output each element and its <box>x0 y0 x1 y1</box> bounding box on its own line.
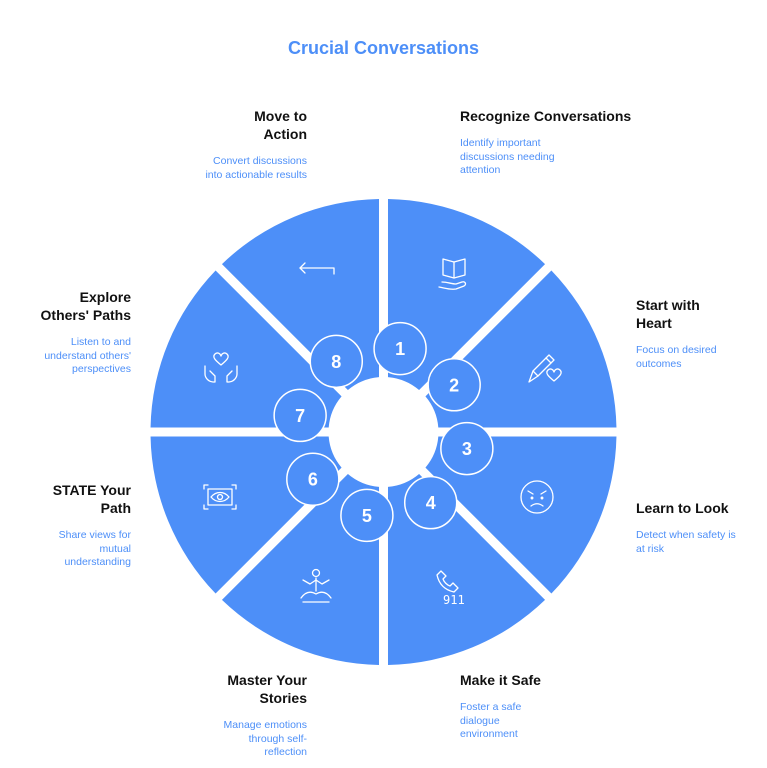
open-book-hand-icon <box>438 258 467 290</box>
step-8-number: 8 <box>331 352 341 372</box>
arrow-left-return-icon <box>299 262 335 275</box>
step-1-title: Recognize Conversations <box>460 108 632 124</box>
icon-911-label: 911 <box>443 593 465 607</box>
step-3-description: Detect when safety is at risk <box>636 529 736 555</box>
step-7-text: Explore Others' Paths Listen to and unde… <box>0 288 131 377</box>
step-8-text: Move to Action Convert discussions into … <box>127 107 307 182</box>
step-2-title: Start with Heart <box>636 297 700 331</box>
segment-1 <box>387 199 546 391</box>
segment-5 <box>221 473 380 665</box>
step-3-badge <box>440 421 494 476</box>
step-7-title: Explore Others' Paths <box>40 289 131 323</box>
meditation-icon <box>300 568 332 603</box>
step-3-text: Learn to Look Detect when safety is at r… <box>636 499 756 556</box>
step-5-number: 5 <box>362 506 372 526</box>
step-4-badge <box>403 475 458 530</box>
step-1-text: Recognize Conversations Identify importa… <box>460 107 640 178</box>
pencil-heart-icon <box>528 354 562 383</box>
step-6-text: STATE Your Path Share views for mutual u… <box>0 481 131 570</box>
step-6-number: 6 <box>308 470 318 490</box>
step-1-number: 1 <box>395 339 405 359</box>
page-title: Crucial Conversations <box>287 38 480 58</box>
step-4-text: Make it Safe Foster a safe dialogue envi… <box>460 671 640 742</box>
step-7-description: Listen to and understand others' perspec… <box>44 336 131 375</box>
step-7-badge <box>273 388 327 443</box>
phone-911-icon: 911 <box>436 570 465 607</box>
segment-7 <box>150 270 342 428</box>
step-3-title: Learn to Look <box>636 500 729 516</box>
step-1-description: Identify important discussions needing a… <box>460 137 555 176</box>
step-8-badge <box>309 334 364 389</box>
step-8-description: Convert discussions into actionable resu… <box>205 155 307 181</box>
eye-frame-icon <box>203 484 237 510</box>
worried-face-icon <box>520 480 554 514</box>
step-2-number: 2 <box>449 375 459 395</box>
segment-3 <box>425 436 617 594</box>
step-6-title: STATE Your Path <box>52 482 131 516</box>
step-8-title: Move to Action <box>254 108 307 142</box>
step-4-title: Make it Safe <box>460 672 541 688</box>
step-4-number: 4 <box>426 493 436 513</box>
step-5-badge <box>340 488 394 543</box>
step-3-number: 3 <box>462 439 472 459</box>
step-2-badge <box>427 358 481 412</box>
step-2-description: Focus on desired outcomes <box>636 344 717 370</box>
step-5-description: Manage emotions through self-reflection <box>223 719 307 758</box>
hands-heart-icon <box>204 352 238 383</box>
step-5-title: Master Your Stories <box>227 672 307 706</box>
step-7-number: 7 <box>295 406 305 426</box>
step-5-text: Master Your Stories Manage emotions thro… <box>127 671 307 760</box>
step-2-text: Start with Heart Focus on desired outcom… <box>636 296 756 371</box>
step-6-description: Share views for mutual understanding <box>58 529 131 568</box>
step-1-badge <box>373 321 427 376</box>
step-4-description: Foster a safe dialogue environment <box>460 701 522 740</box>
step-6-badge <box>286 452 340 506</box>
